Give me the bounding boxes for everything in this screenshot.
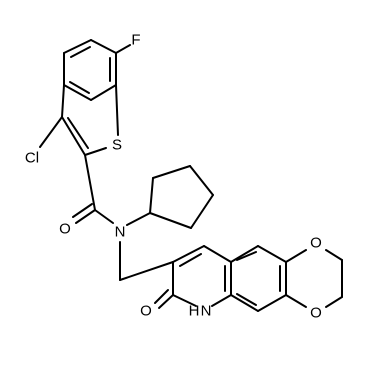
bond — [126, 212, 151, 226]
bond — [90, 39, 117, 54]
chlorine-atom-label: Cl — [25, 150, 39, 167]
bond — [257, 294, 287, 312]
bond — [230, 294, 259, 312]
bond — [39, 116, 63, 148]
lactam-nh-hydrogen-label: H — [189, 303, 200, 320]
bond — [94, 209, 114, 224]
lactam-oxygen-label: O — [140, 303, 152, 320]
bond — [84, 154, 96, 211]
bond — [230, 245, 259, 263]
bond — [236, 293, 257, 306]
dioxane-oxygen-top-label: O — [310, 235, 322, 252]
bond — [149, 212, 192, 229]
fluorine-atom-label: F — [131, 32, 140, 49]
bond — [236, 251, 257, 261]
bond — [70, 46, 91, 58]
bond — [172, 294, 197, 307]
bond — [115, 44, 131, 54]
bond — [325, 249, 343, 261]
lactam-nitrogen-label: N — [201, 303, 212, 320]
bond — [61, 116, 86, 156]
bond — [172, 245, 205, 263]
bond — [90, 84, 117, 101]
bond — [63, 84, 92, 101]
bond — [203, 245, 232, 263]
bond — [119, 261, 174, 281]
bond — [69, 81, 90, 94]
bond — [190, 194, 214, 229]
bond — [75, 209, 96, 224]
bond-lines — [39, 39, 343, 312]
dioxane-oxygen-bottom-label: O — [310, 305, 322, 322]
bond — [149, 177, 154, 214]
bond — [285, 249, 307, 263]
carbonyl-oxygen-label: O — [59, 221, 71, 238]
bond — [115, 84, 119, 136]
bond — [211, 294, 232, 307]
bond — [84, 147, 107, 156]
bond — [257, 245, 287, 263]
bond — [67, 117, 89, 149]
atom-labels: F Cl S O N O O O H N — [25, 32, 322, 322]
bond — [158, 294, 174, 309]
bond — [154, 289, 169, 304]
sulfur-atom-label: S — [112, 137, 122, 154]
bond — [179, 253, 202, 267]
bond — [189, 165, 214, 196]
bond — [285, 294, 307, 308]
bond — [61, 84, 65, 118]
bond — [72, 203, 93, 218]
bond — [152, 165, 191, 179]
amide-nitrogen-label: N — [115, 224, 126, 241]
bond — [325, 296, 343, 308]
bond — [63, 39, 92, 54]
